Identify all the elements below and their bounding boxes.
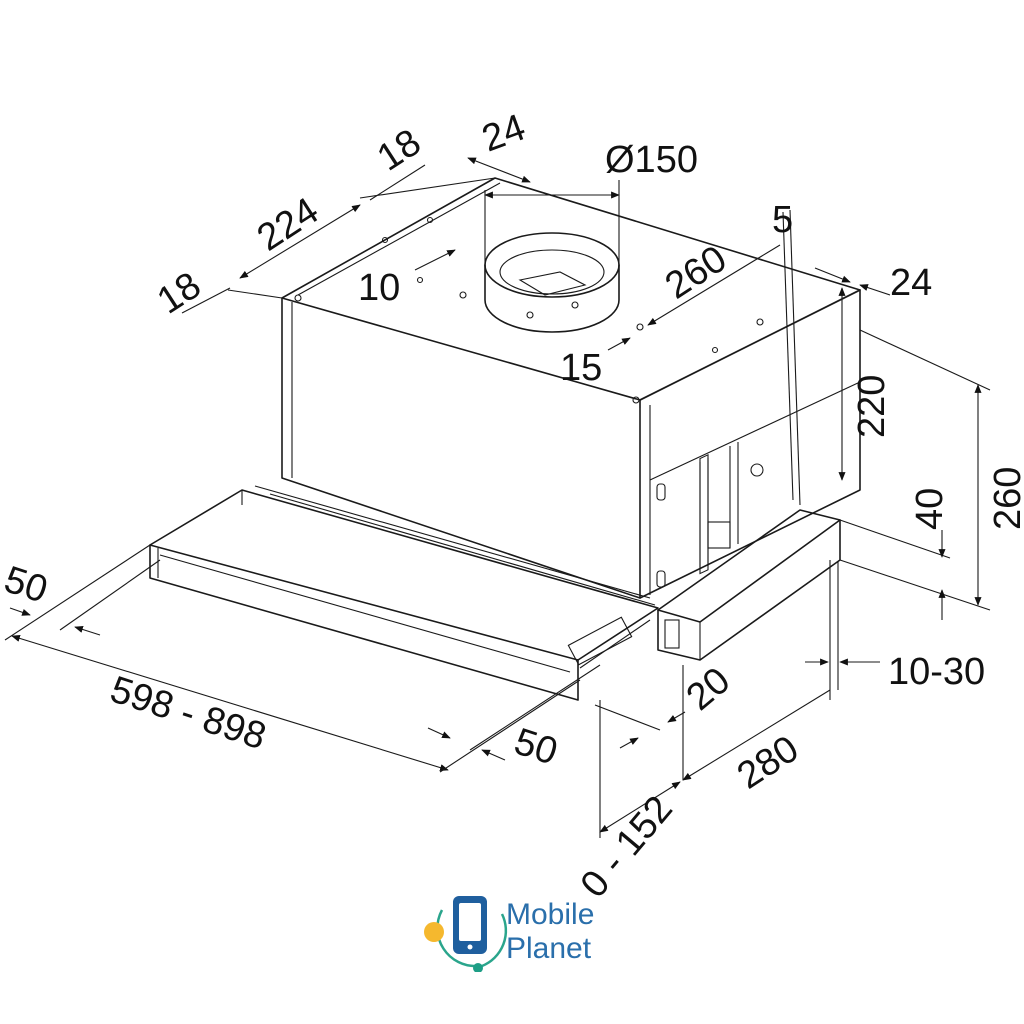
telescopic-visor (149, 485, 841, 701)
dim-10-30: 10-30 (888, 651, 985, 693)
dim-5: 5 (772, 199, 793, 241)
dim-50-right: 50 (509, 721, 562, 774)
dimension-lines (4, 157, 991, 838)
wall-lines (782, 209, 839, 700)
dim-40: 40 (909, 488, 951, 530)
dim-224: 224 (250, 190, 326, 260)
dim-20: 20 (679, 660, 738, 719)
mobile-planet-logo (424, 896, 508, 972)
dim-24-top: 24 (477, 107, 531, 161)
dim-18-back: 18 (370, 121, 428, 179)
logo-line-1: Mobile (506, 898, 595, 931)
dim-0-152: 0 - 152 (573, 788, 681, 906)
dim-220: 220 (851, 375, 893, 438)
logo-yellow-dot-icon (424, 922, 444, 942)
dim-18-left: 18 (150, 264, 208, 322)
dim-598-898: 598 - 898 (105, 669, 271, 759)
mobile-planet-wordmark: Mobile Planet (506, 898, 594, 966)
dim-50-left: 50 (0, 559, 52, 612)
dimension-labels: 18 224 18 24 Ø150 10 260 5 15 24 220 40 … (0, 107, 1024, 906)
logo-teal-dot-icon (473, 963, 483, 972)
logo-line-2: Planet (506, 932, 592, 965)
dim-10: 10 (358, 267, 400, 309)
dim-260-right: 260 (987, 467, 1024, 530)
logo-orbit-icon (436, 909, 479, 968)
dim-15: 15 (560, 347, 602, 389)
dim-outlet-diameter: Ø150 (605, 139, 698, 181)
air-outlet (484, 232, 620, 333)
dim-280: 280 (730, 728, 806, 798)
hood-body (281, 177, 861, 599)
dim-24-right: 24 (890, 262, 932, 304)
